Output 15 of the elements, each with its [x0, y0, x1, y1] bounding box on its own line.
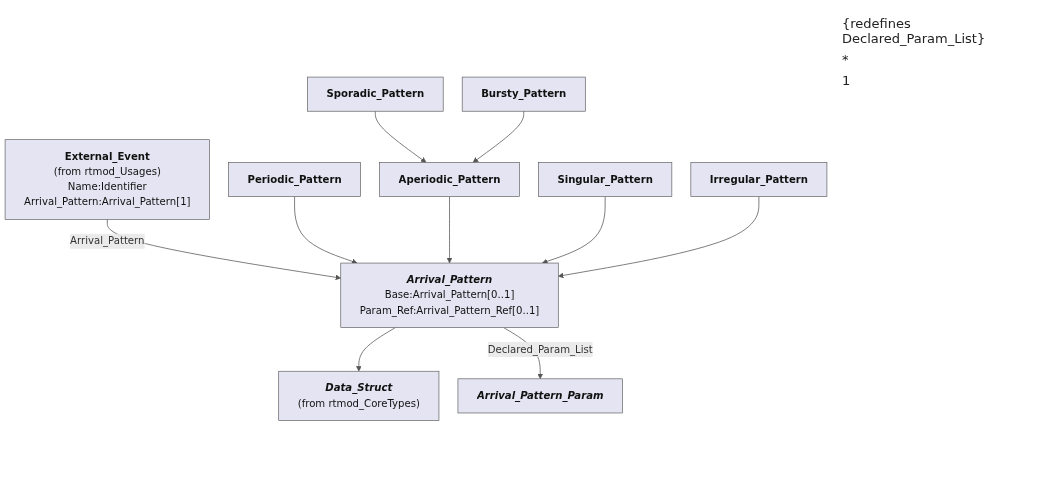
edge-label: Declared_Param_List [487, 342, 593, 355]
node-box: Data_Struct (from rtmod_CoreTypes) [278, 370, 440, 421]
note-text: * [842, 52, 850, 67]
node-box: Arrival_Pattern Base:Arrival_Pattern[0..1] Param_Ref:Arrival_Pattern_Ref[0..1] [340, 262, 559, 328]
note-text: 1 [842, 73, 852, 88]
edge-label: Arrival_Pattern [70, 234, 145, 247]
note-text: {redefines Declared_Param_List} [842, 16, 987, 46]
node-box: Irregular_Pattern [690, 161, 828, 197]
node-box: Sporadic_Pattern [307, 76, 444, 112]
node-box: Aperiodic_Pattern [379, 161, 520, 197]
node-box: Arrival_Pattern_Param [457, 378, 623, 413]
node-box: External_Event (from rtmod_Usages) Name:Identifier Arrival_Pattern:Arrival_Pattern[1] [4, 139, 210, 220]
node-box: Bursty_Pattern [461, 76, 586, 112]
node-box: Periodic_Pattern [228, 161, 361, 197]
node-box: Singular_Pattern [538, 161, 673, 197]
